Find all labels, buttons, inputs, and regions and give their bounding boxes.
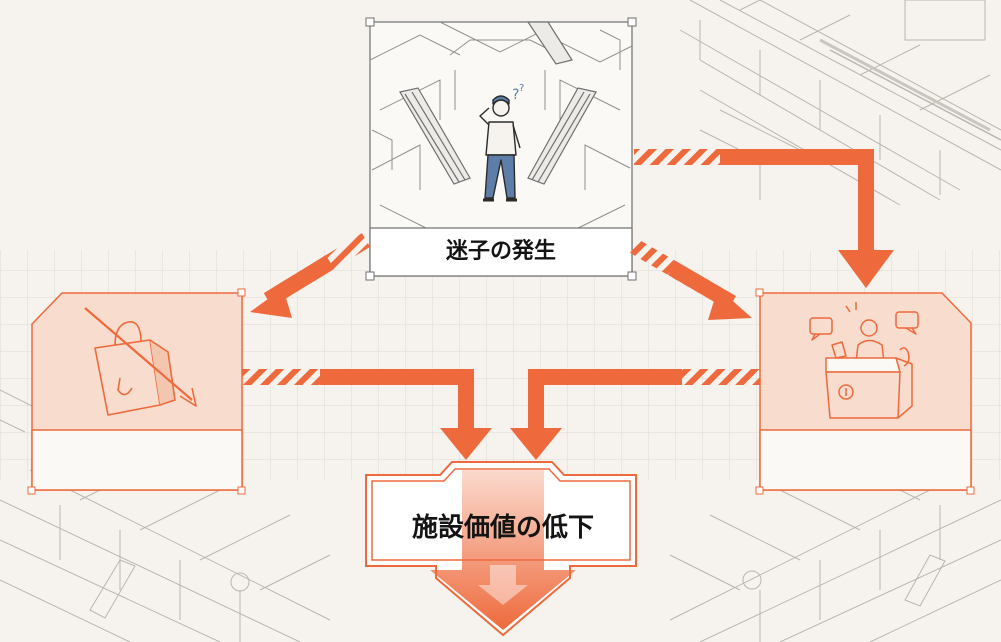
- arrow-top-to-right: [629, 239, 752, 320]
- down-arrow-icon: [430, 470, 576, 630]
- bottom-box: [365, 461, 637, 637]
- arrow-left-to-bottom: [242, 369, 492, 460]
- selection-handles: [27, 288, 246, 495]
- arrow-top-to-left: [250, 233, 371, 318]
- svg-text:?: ?: [519, 83, 524, 94]
- shopping-bag-decline-icon: [84, 307, 197, 416]
- left-box: [27, 288, 246, 495]
- top-box: ? ?: [365, 17, 637, 281]
- confused-person-icon: ? ?: [479, 83, 524, 202]
- svg-text:?: ?: [512, 87, 519, 103]
- top-box-label: 迷子の発生: [445, 239, 556, 264]
- help-desk-staff-icon: [809, 302, 919, 419]
- arrow-right-to-bottom: [510, 369, 760, 460]
- selection-handles: [365, 17, 637, 281]
- building-lineart-bottom-right: [669, 464, 1001, 642]
- building-lineart-top-right: [679, 0, 1001, 206]
- arrow-top-to-right-elbow: [634, 149, 894, 288]
- escalator-icon: [399, 21, 597, 185]
- right-box: [755, 288, 975, 495]
- bottom-box-label: 施設価値の低下: [411, 513, 594, 543]
- selection-handles: [755, 288, 975, 495]
